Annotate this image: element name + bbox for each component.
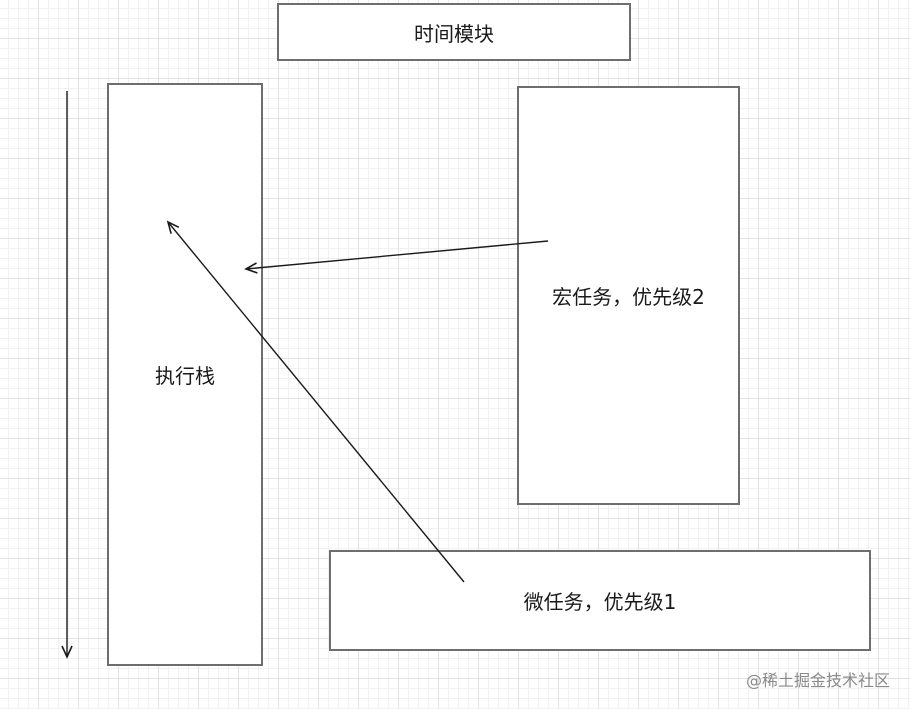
time-module-label: 时间模块 — [414, 21, 494, 46]
execution-stack-label: 执行栈 — [155, 364, 215, 388]
micro-task-box: 微任务，优先级1 — [329, 550, 871, 651]
macro-to-stack-arrow — [244, 240, 549, 274]
macro-task-box: 宏任务，优先级2 — [517, 86, 740, 505]
micro-task-label: 微任务，优先级1 — [523, 590, 677, 614]
micro-to-stack-arrow — [166, 220, 465, 583]
time-module-box: 时间模块 — [277, 3, 631, 61]
execution-stack-box: 执行栈 — [107, 83, 263, 666]
watermark-text: @稀土掘金技术社区 — [745, 671, 890, 690]
macro-task-label: 宏任务，优先级2 — [552, 285, 705, 309]
